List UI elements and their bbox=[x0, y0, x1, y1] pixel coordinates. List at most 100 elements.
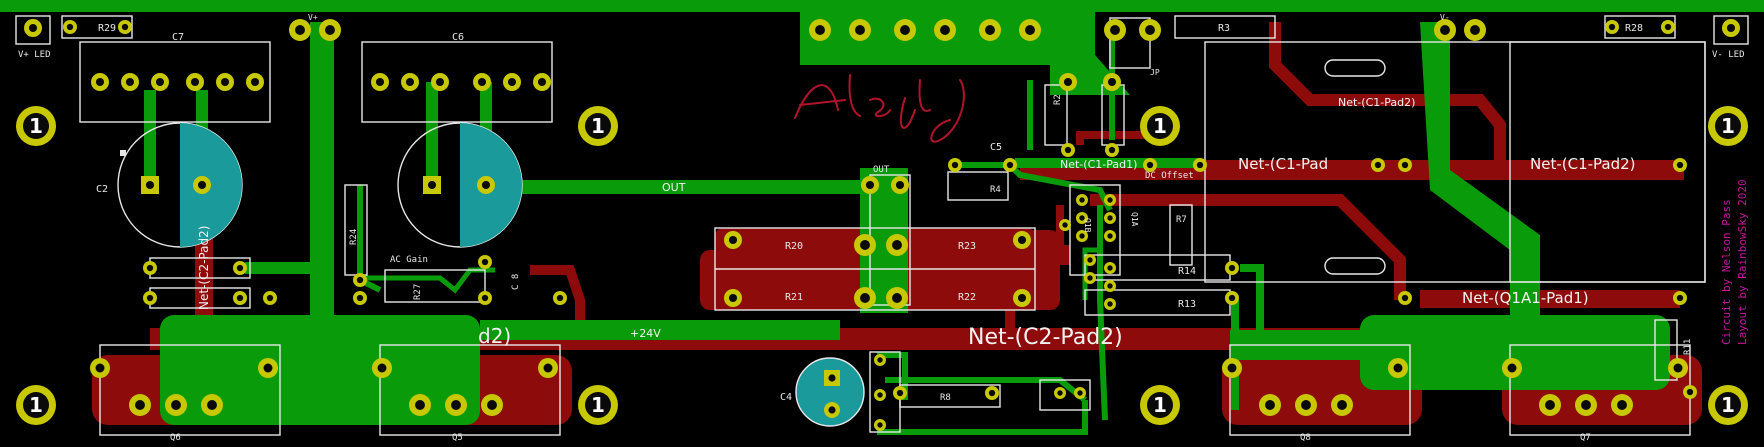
r7-label: R7 bbox=[1176, 215, 1187, 225]
pad bbox=[1193, 158, 1207, 172]
pad bbox=[1683, 385, 1697, 399]
pad bbox=[1104, 212, 1116, 224]
pad bbox=[1661, 20, 1675, 34]
pad bbox=[1668, 358, 1688, 378]
pad bbox=[401, 73, 419, 91]
r27-label: R27 bbox=[413, 284, 423, 300]
net-labels: OUT +24V Net-(C1-Pad1) Net-(C1-Pad2) Net… bbox=[197, 96, 1636, 350]
ac-gain-outline bbox=[384, 269, 486, 303]
led-right-outline bbox=[1713, 15, 1749, 45]
pad bbox=[886, 287, 908, 309]
pad bbox=[1331, 394, 1353, 416]
pad-layer bbox=[24, 19, 1740, 431]
top-out-trace bbox=[485, 180, 905, 194]
pad bbox=[1143, 158, 1157, 172]
net-out-label: OUT bbox=[662, 181, 686, 194]
pad bbox=[1104, 19, 1126, 41]
mounting-hole-label: 1 bbox=[1153, 393, 1167, 417]
c7-outline bbox=[79, 41, 271, 123]
mounting-hole: 1 bbox=[16, 106, 56, 146]
pad bbox=[353, 273, 367, 287]
q8-outline bbox=[1229, 344, 1411, 436]
pad bbox=[129, 394, 151, 416]
pad bbox=[63, 20, 77, 34]
mounting-hole: 1 bbox=[1708, 106, 1748, 146]
pad bbox=[478, 255, 492, 269]
capacitor-c4 bbox=[795, 357, 865, 427]
pad bbox=[533, 73, 551, 91]
pad bbox=[893, 386, 907, 400]
pad bbox=[477, 176, 495, 194]
mounting-hole-label: 1 bbox=[1721, 114, 1735, 138]
pad bbox=[1225, 291, 1239, 305]
pad bbox=[824, 370, 840, 386]
pad bbox=[1398, 158, 1412, 172]
bottom-trace-c5 bbox=[1076, 131, 1150, 145]
q5-label: Q5 bbox=[452, 433, 463, 443]
q1b-label: Q1B bbox=[1083, 218, 1092, 233]
c1b-outline bbox=[1509, 41, 1706, 283]
top-trace-c5 bbox=[950, 162, 1113, 212]
pad bbox=[121, 73, 139, 91]
pad bbox=[1225, 261, 1239, 275]
r8-label: R8 bbox=[940, 393, 951, 403]
signature-logo bbox=[794, 74, 965, 143]
top-trace-r14 bbox=[1240, 264, 1264, 340]
pad bbox=[1019, 19, 1041, 41]
pad bbox=[186, 73, 204, 91]
c6-outline bbox=[361, 41, 553, 123]
pad bbox=[824, 402, 840, 418]
r13-label: R13 bbox=[1178, 299, 1196, 310]
r11-outline bbox=[1654, 319, 1678, 381]
r4-label: R4 bbox=[990, 185, 1001, 195]
pad bbox=[372, 358, 392, 378]
r11-label: R11 bbox=[1683, 339, 1693, 355]
r3-outline bbox=[1174, 15, 1276, 39]
pad bbox=[409, 394, 431, 416]
mounting-hole-label: 1 bbox=[29, 114, 43, 138]
mounting-hole: 1 bbox=[1140, 106, 1180, 146]
pad bbox=[874, 419, 886, 431]
r4-outline bbox=[947, 171, 1009, 201]
pad bbox=[478, 291, 492, 305]
r7-outline bbox=[1169, 204, 1193, 266]
pad bbox=[1076, 194, 1088, 206]
top-trace-q1-branch bbox=[1082, 247, 1100, 300]
pad bbox=[1222, 358, 1242, 378]
q8-label: Q8 bbox=[1300, 433, 1311, 443]
pad bbox=[263, 291, 277, 305]
mounting-hole: 1 bbox=[1708, 385, 1748, 425]
pad bbox=[1103, 73, 1121, 91]
mounting-hole-label: 1 bbox=[591, 114, 605, 138]
pad bbox=[423, 176, 441, 194]
pad bbox=[1104, 230, 1116, 242]
pad bbox=[431, 73, 449, 91]
pad bbox=[233, 261, 247, 275]
pad bbox=[118, 20, 132, 34]
pad bbox=[246, 73, 264, 91]
net-24v-label: +24V bbox=[630, 327, 661, 340]
mounting-hole-label: 1 bbox=[1721, 393, 1735, 417]
net-c1-pad2-right-label: Net-(C1-Pad2) bbox=[1530, 155, 1636, 173]
mounting-hole-label: 1 bbox=[1153, 114, 1167, 138]
pad bbox=[724, 231, 742, 249]
pad bbox=[1054, 387, 1066, 399]
top-ground-rail bbox=[0, 0, 1764, 12]
pad bbox=[1076, 212, 1088, 224]
pad bbox=[151, 73, 169, 91]
q6-label: Q6 bbox=[170, 433, 181, 443]
pad bbox=[538, 358, 558, 378]
led-left-label: V+ LED bbox=[18, 50, 51, 60]
vplus-top-label: V+ bbox=[308, 13, 318, 22]
pad bbox=[1398, 291, 1412, 305]
top-vplus-trunk bbox=[310, 22, 334, 342]
mounting-hole-label: 1 bbox=[591, 393, 605, 417]
pad bbox=[1084, 272, 1096, 284]
r24-label: R24 bbox=[349, 229, 359, 245]
pad bbox=[201, 394, 223, 416]
q7-label: Q7 bbox=[1580, 433, 1591, 443]
bottom-net-c1-pad2-right-trace bbox=[1140, 160, 1684, 180]
out-silk-label: OUT bbox=[873, 165, 890, 175]
pad bbox=[874, 389, 886, 401]
